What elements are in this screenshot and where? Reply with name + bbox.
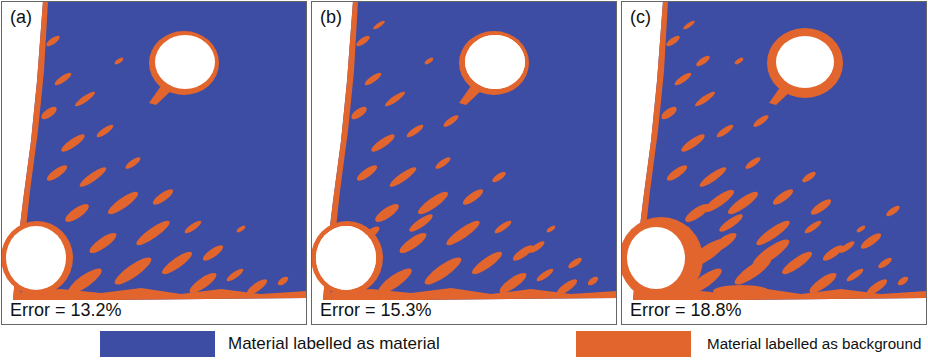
image-panel: (b) Error = 15.3% [311, 1, 617, 325]
legend-label: Material labelled as background [707, 331, 921, 357]
segmentation-image [311, 1, 617, 325]
error-label: Error = 18.8% [628, 300, 744, 321]
error-label: Error = 13.2% [8, 300, 124, 321]
legend-swatch [100, 331, 215, 357]
segmentation-image [1, 1, 307, 325]
segmentation-image [621, 1, 927, 325]
legend-swatch [576, 331, 691, 357]
panel-label: (a) [8, 7, 34, 28]
panel-label: (c) [628, 7, 653, 28]
error-label: Error = 15.3% [318, 300, 434, 321]
panel-label: (b) [318, 7, 344, 28]
image-panel: (a) Error = 13.2% [1, 1, 307, 325]
image-panel: (c) Error = 18.8% [621, 1, 927, 325]
legend-label: Material labelled as material [228, 331, 440, 357]
